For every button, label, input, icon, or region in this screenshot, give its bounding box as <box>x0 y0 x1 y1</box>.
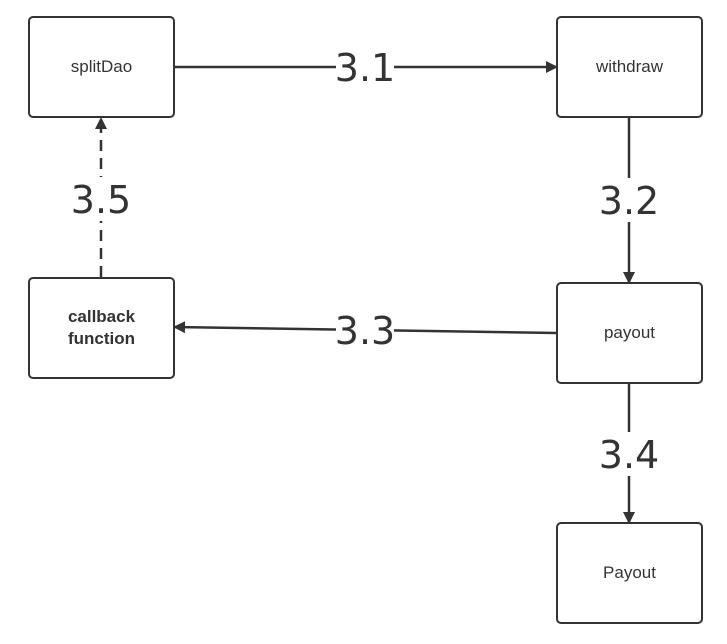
node-splitdao: splitDao <box>28 16 175 118</box>
edge-label-3-1: 3.1 <box>335 46 395 90</box>
edge-label-3-3: 3.3 <box>335 309 395 353</box>
edge-label-bg <box>72 177 130 221</box>
edge-label-3-2: 3.2 <box>599 179 659 223</box>
edge-label-bg <box>336 309 394 351</box>
node-callback-function: callback function <box>28 277 175 379</box>
node-payout: payout <box>556 282 703 384</box>
node-payout-final: Payout <box>556 522 703 624</box>
edge-label-bg <box>336 46 394 88</box>
edge-label-bg <box>600 432 658 476</box>
edge-label-3-4: 3.4 <box>599 433 659 477</box>
node-withdraw: withdraw <box>556 16 703 118</box>
edge-label-bg <box>600 178 658 222</box>
edge-label-3-5: 3.5 <box>71 178 131 222</box>
